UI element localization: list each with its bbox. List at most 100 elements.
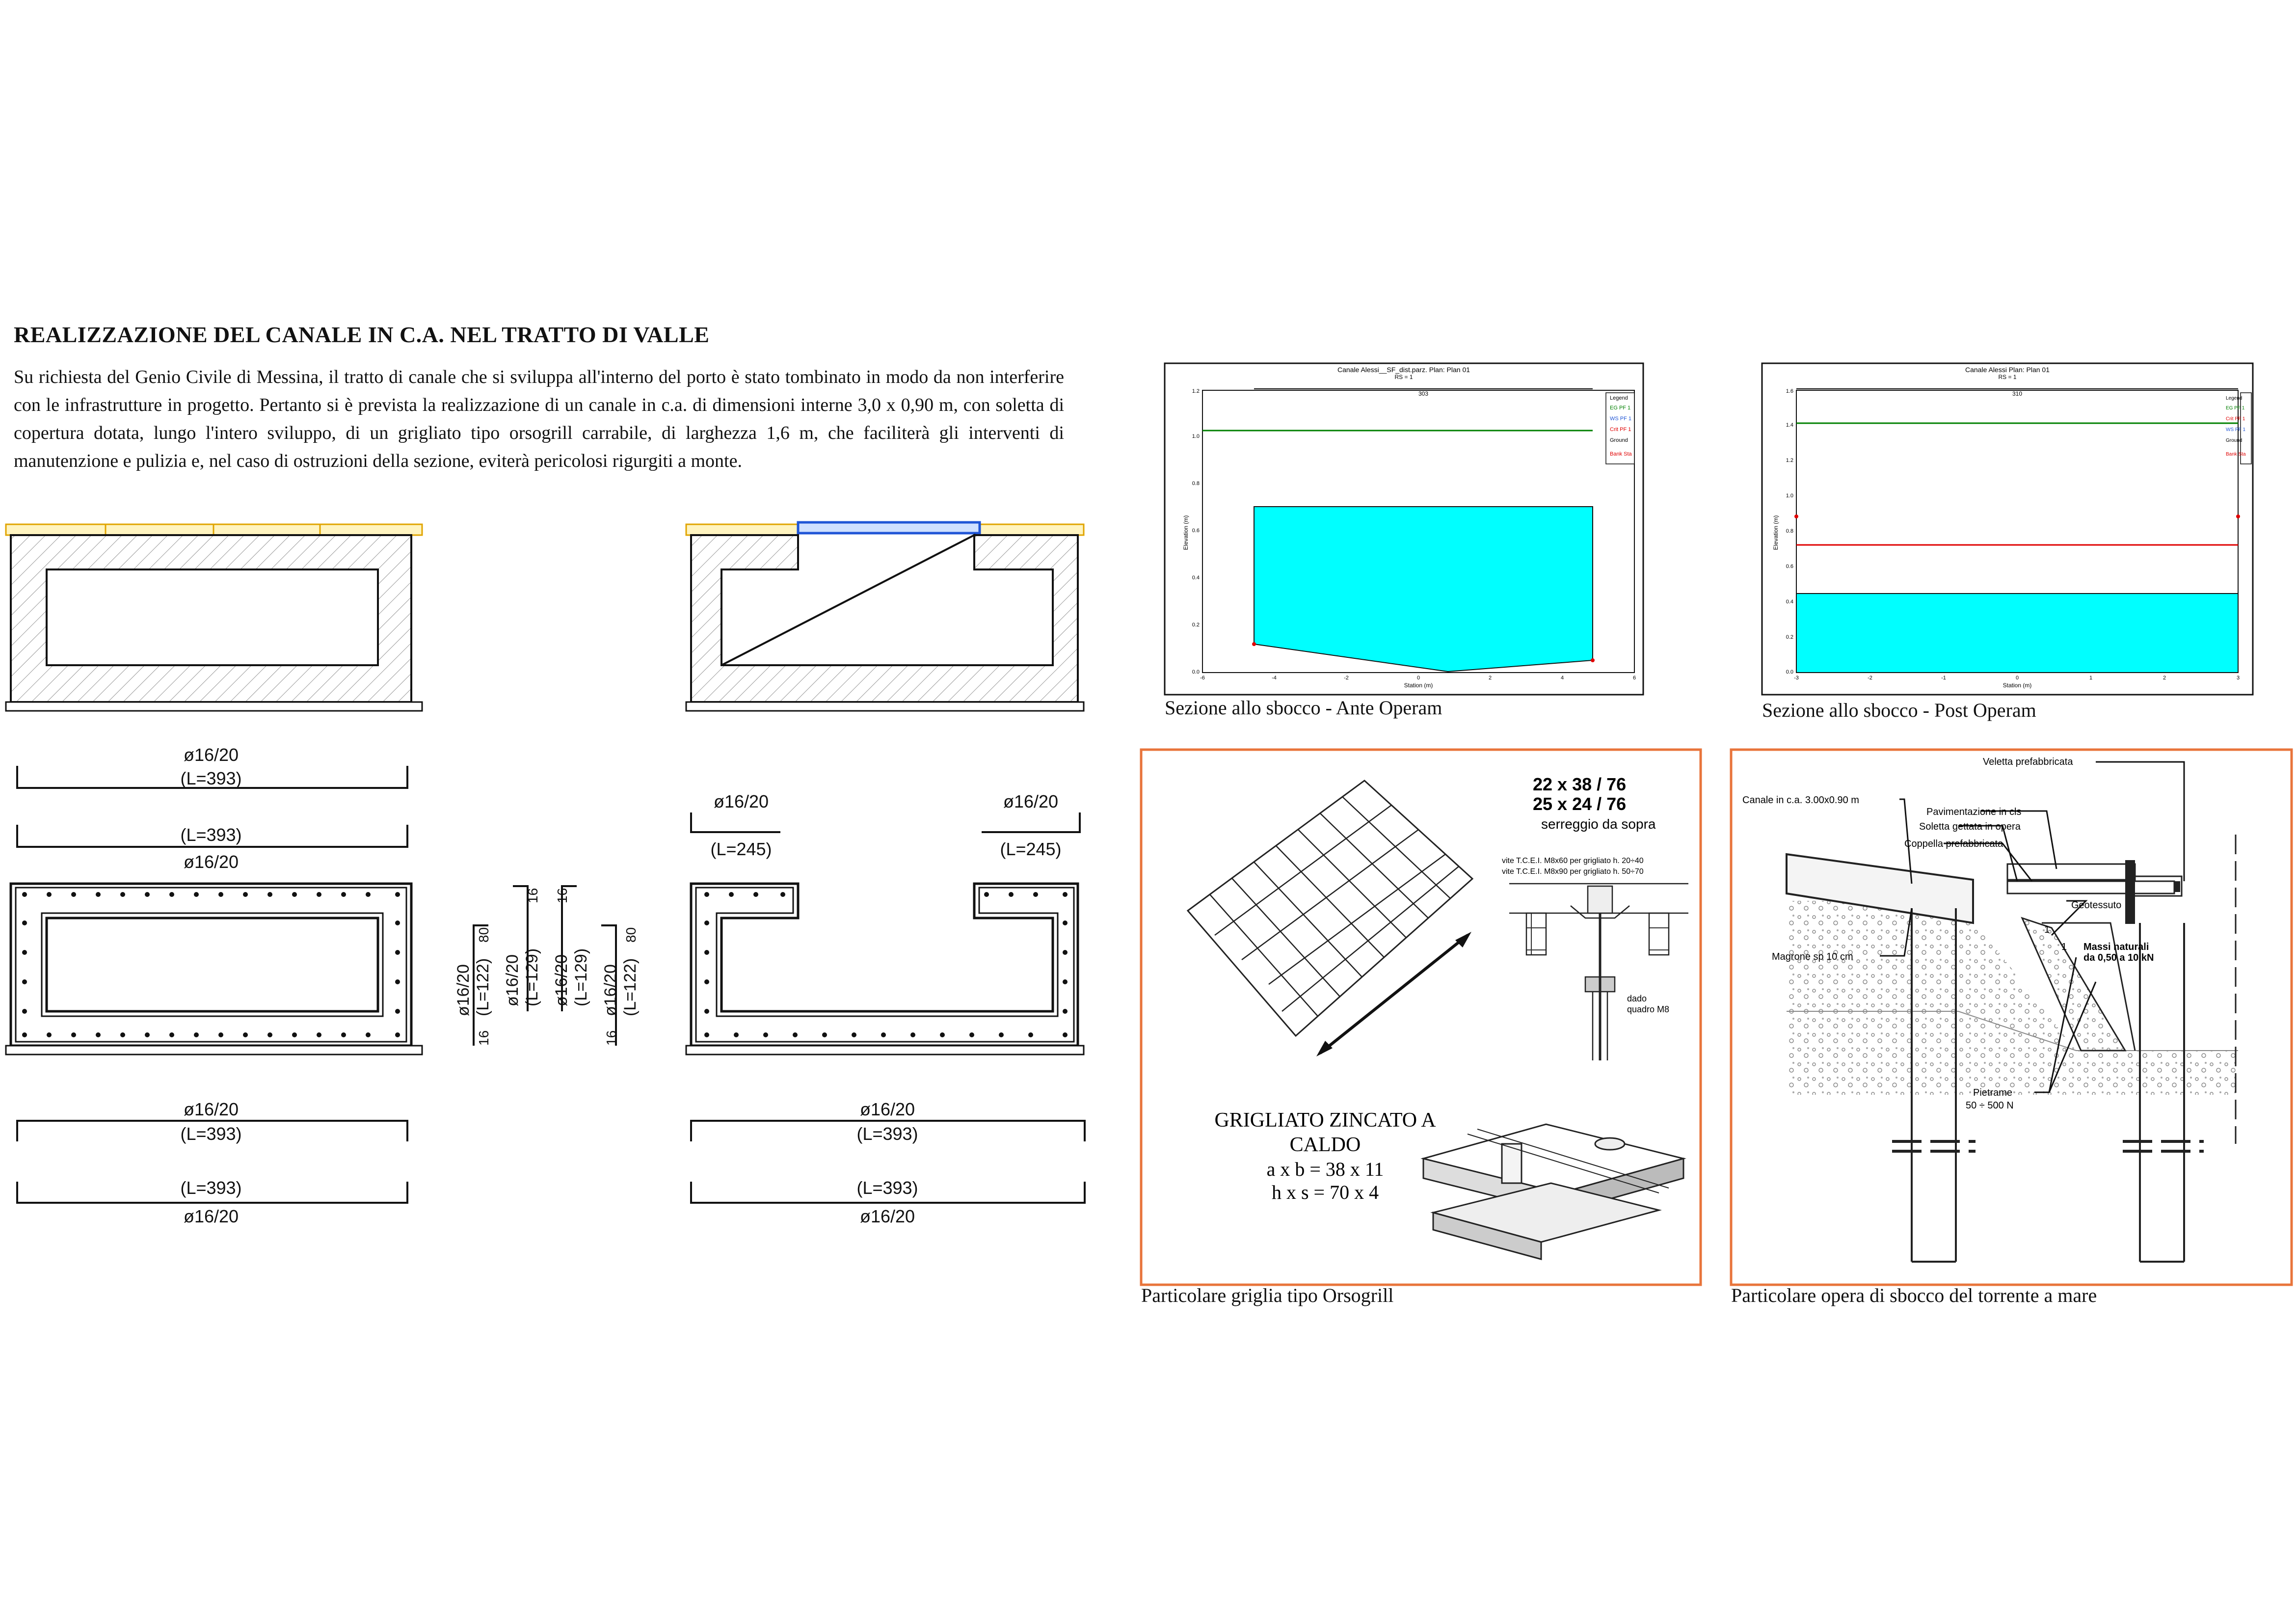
label-slope-1: 1 (2044, 924, 2050, 935)
label-massi-range: da 0,50 a 10 kN (2083, 952, 2154, 963)
chart-post-xlabel: Station (m) (2003, 682, 2032, 689)
outlet-labels: Veletta prefabbricata Canale in c.a. 3.0… (1742, 757, 2154, 1111)
svg-text:0: 0 (2016, 675, 2019, 681)
piles (1892, 835, 2237, 1263)
chart-ante: Canale Alessi__SF_dist.parz. Plan: Plan … (1164, 362, 1644, 696)
label-pietrame-range: 50 ÷ 500 N (1966, 1100, 2014, 1111)
svg-text:0.4: 0.4 (1192, 575, 1200, 581)
svg-text:3: 3 (2237, 675, 2240, 681)
rebar-length-7: (L=393) (856, 1124, 918, 1144)
svg-text:Legend: Legend (1610, 395, 1628, 401)
svg-text:Legend: Legend (2226, 396, 2242, 401)
clamp-note-2: vite T.C.E.I. M8x90 per grigliato h. 50÷… (1502, 867, 1644, 876)
clamp-note-1: vite T.C.E.I. M8x60 per grigliato h. 20÷… (1502, 857, 1644, 865)
label-pavimentazione: Pavimentazione in cls (1926, 807, 2021, 817)
svg-text:1.0: 1.0 (1786, 493, 1793, 499)
outlet-detail-panel: Veletta prefabbricata Canale in c.a. 3.0… (1730, 748, 2293, 1286)
label-canale: Canale in c.a. 3.00x0.90 m (1742, 795, 1859, 806)
label-slope-2: 1 (2061, 942, 2067, 952)
svg-text:2: 2 (1489, 675, 1492, 681)
rebar-label-4: ø16/20 (1003, 791, 1058, 812)
grating-arrow (1319, 934, 1468, 1055)
caption-griglia: Particolare griglia tipo Orsogrill (1141, 1284, 1393, 1306)
chart-post-bank-left (1794, 514, 1798, 518)
reinforced-section-left (5, 882, 423, 1055)
grill-title-1: GRIGLIATO ZINCATO A (1214, 1109, 1436, 1132)
label-veletta: Veletta prefabbricata (1983, 757, 2073, 767)
svg-text:0.6: 0.6 (1786, 564, 1793, 569)
svg-text:EG PF 1: EG PF 1 (2226, 406, 2245, 411)
dim-16-a: 16 (476, 1030, 491, 1046)
rebar-length-3: (L=245) (710, 839, 772, 859)
rebar-label-2: ø16/20 (184, 852, 239, 872)
chart-post-bank-right (2236, 514, 2240, 518)
svg-text:-2: -2 (1344, 675, 1349, 681)
dim-80-a: 80 (476, 927, 491, 943)
rebar-top-left (16, 766, 408, 848)
svg-text:0.8: 0.8 (1192, 481, 1200, 487)
vertical-label-a: ø16/20 (454, 964, 473, 1016)
chart-ante-legend-items: Legend EG PF 1 WS PF 1 Crit PF 1 Ground … (1610, 395, 1632, 457)
svg-text:-2: -2 (1868, 675, 1872, 681)
rebar-length-2: (L=393) (180, 825, 241, 845)
rebar-label-8: ø16/20 (860, 1206, 915, 1226)
rebar-length-8: (L=393) (856, 1178, 918, 1198)
chart-post-water (1796, 593, 2239, 673)
svg-text:1.6: 1.6 (1786, 388, 1793, 394)
section-closed-box (5, 523, 423, 712)
section-with-grill (685, 521, 1085, 712)
svg-text:1.0: 1.0 (1192, 433, 1200, 439)
vertical-len-b: (L=129) (523, 948, 541, 1006)
chart-post-ylabel: Elevation (m) (1772, 515, 1779, 550)
chart-ante-subtitle: RS = 1 (1394, 374, 1413, 380)
clamp-note-3: dado (1627, 994, 1647, 1003)
svg-text:0.2: 0.2 (1786, 634, 1793, 640)
svg-text:2: 2 (2163, 675, 2166, 681)
grill-detail-panel: 22 x 38 / 76 25 x 24 / 76 serreggio da s… (1140, 748, 1702, 1286)
rebar-bottom-left (16, 1120, 408, 1204)
vertical-label-c: ø16/20 (552, 954, 571, 1006)
svg-text:-6: -6 (1200, 675, 1205, 681)
caption-ante: Sezione allo sbocco - Ante Operam (1165, 697, 1442, 719)
chart-post: Canale Alessi Plan: Plan 01 RS = 1 310 -… (1761, 362, 2254, 696)
svg-text:Bank Sta: Bank Sta (1610, 451, 1632, 457)
vertical-len-c: (L=129) (572, 948, 590, 1006)
rebar-length-6: (L=393) (180, 1178, 241, 1198)
grill-title-2: CALDO (1290, 1134, 1361, 1156)
svg-text:0.8: 0.8 (1786, 528, 1793, 534)
rebar-bottom-right (690, 1120, 1086, 1204)
svg-text:Bank Sta: Bank Sta (2226, 452, 2246, 457)
chart-post-legend (2240, 392, 2252, 464)
intro-paragraph: Su richiesta del Genio Civile di Messina… (14, 367, 1064, 471)
label-massi: Massi naturali (2083, 942, 2149, 952)
dim-16-d: 16 (604, 1030, 619, 1046)
svg-text:WS PF 1: WS PF 1 (2226, 427, 2245, 433)
svg-text:0.4: 0.4 (1786, 599, 1793, 605)
chart-ante-xticks: -6 -4 -2 0 2 4 6 (1200, 675, 1636, 681)
label-geotessuto: Geotessuto (2071, 900, 2121, 911)
vertical-label-b: ø16/20 (503, 954, 522, 1006)
chart-post-subtitle: RS = 1 (1998, 374, 2016, 380)
chart-ante-bank-left (1252, 642, 1256, 646)
svg-text:1.2: 1.2 (1192, 388, 1200, 394)
ground-fill (1787, 901, 2238, 1095)
label-coppella: Coppella prefabbricata (1904, 839, 2003, 849)
svg-text:1: 1 (2089, 675, 2092, 681)
grill-spec-3: serreggio da sopra (1541, 816, 1656, 832)
label-pietrame: Pietrame (1973, 1087, 2012, 1098)
rebar-length-1: (L=393) (180, 768, 241, 788)
chart-post-yticks: 0.0 0.2 0.4 0.6 0.8 1.0 1.2 1.4 1.6 (1786, 388, 1793, 675)
grill-spec-1: 22 x 38 / 76 (1533, 774, 1626, 794)
svg-text:Ground: Ground (1610, 437, 1628, 443)
rebar-top-right (690, 812, 1081, 833)
chart-post-xticks: -3 -2 -1 0 1 2 3 (1794, 675, 2240, 681)
reinforced-section-right (685, 882, 1085, 1055)
svg-text:0.6: 0.6 (1192, 528, 1200, 534)
dim-16-c: 16 (555, 888, 570, 903)
chart-ante-title: Canale Alessi__SF_dist.parz. Plan: Plan … (1337, 366, 1470, 374)
chart-ante-water (1254, 506, 1593, 673)
svg-text:Crit PF 1: Crit PF 1 (2226, 416, 2245, 422)
label-magrone: Magrone sp 10 cm (1772, 951, 1853, 962)
grill-dim-1: a x b = 38 x 11 (1267, 1158, 1384, 1180)
